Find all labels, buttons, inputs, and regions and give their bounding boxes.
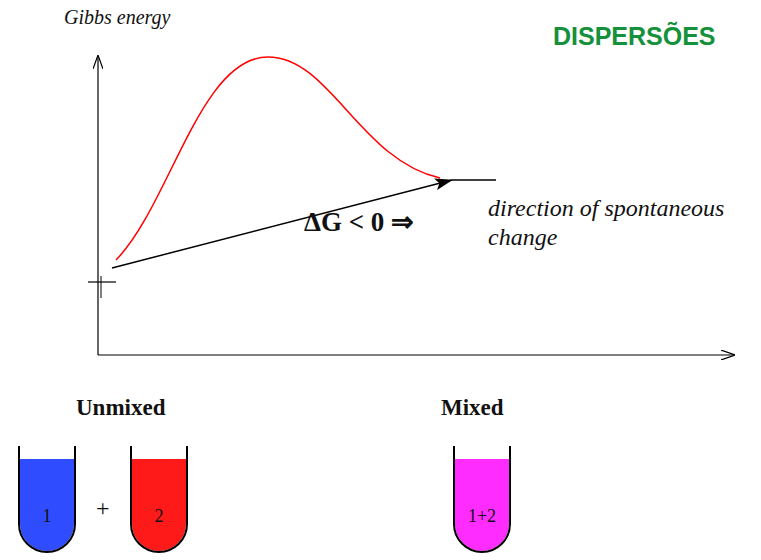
- tube-liquid: [455, 459, 509, 551]
- tube-glass: [131, 446, 187, 552]
- delta-g-condition: ΔG < 0 ⇒: [304, 206, 414, 238]
- tube-outline: [130, 446, 188, 554]
- test-tube: 1+2: [453, 446, 511, 554]
- tube-outline: [18, 446, 76, 554]
- tube-glass: [19, 446, 75, 552]
- tube-number: 1+2: [453, 506, 511, 527]
- final-level: [452, 179, 496, 181]
- test-tube: 2: [130, 446, 188, 554]
- tube-outline: [453, 446, 511, 554]
- axis-label: Gibbs energy: [64, 6, 170, 29]
- state-heading: Mixed: [441, 395, 504, 421]
- energy-curve: [116, 57, 440, 260]
- state-heading: Unmixed: [76, 395, 165, 421]
- tick-mark: [88, 281, 116, 282]
- tube-liquid: [20, 459, 74, 551]
- plus-sign: +: [96, 495, 110, 522]
- tube-liquid: [132, 459, 186, 551]
- annotation-note: direction of spontaneous change: [488, 194, 750, 252]
- page-title: DISPERSÕES: [553, 22, 716, 51]
- spontaneous-arrow: [112, 180, 452, 268]
- tube-number: 2: [130, 506, 188, 527]
- y-axis: [97, 56, 98, 355]
- tube-number: 1: [18, 506, 76, 527]
- tube-glass: [454, 446, 510, 552]
- test-tube: 1: [18, 446, 76, 554]
- x-axis: [98, 354, 734, 355]
- tick-mark: [101, 276, 102, 298]
